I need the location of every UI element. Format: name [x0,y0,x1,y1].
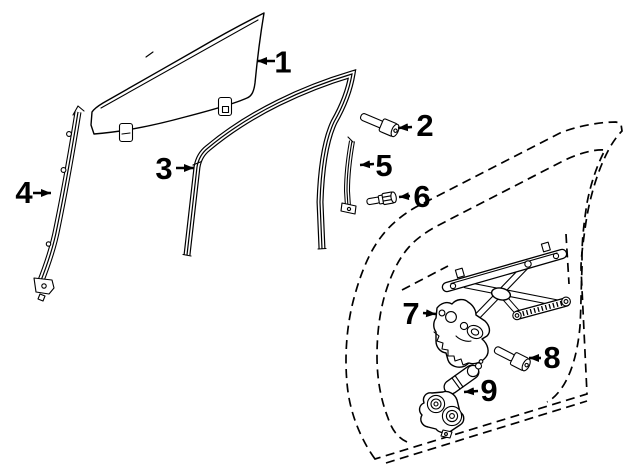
bolt-2 [359,113,400,138]
door-inner-edge [376,149,607,443]
door-bottom-seam [385,400,588,464]
gear-teeth [433,331,469,366]
callout-9[interactable]: 9 [463,373,498,408]
callout-6-arrow [398,192,411,201]
callout-7[interactable]: 7 [402,296,437,331]
callout-5[interactable]: 5 [359,148,393,183]
equalizer-rail [512,296,571,321]
door-panel-outline [345,121,623,464]
callout-5-number[interactable]: 5 [375,148,392,183]
callout-4-number[interactable]: 4 [15,175,33,210]
callout-8-number[interactable]: 8 [543,340,560,375]
callout-9-arrow [463,387,479,396]
callout-3[interactable]: 3 [155,151,194,186]
callout-6[interactable]: 6 [398,179,431,214]
callout-1[interactable]: 1 [257,45,292,80]
callout-4[interactable]: 4 [15,175,51,210]
beltline-edge [401,265,449,291]
bolt-8 [493,346,531,372]
window-motor [418,359,484,439]
callout-3-number[interactable]: 3 [155,151,172,186]
callout-9-number[interactable]: 9 [480,373,497,408]
door-glass [90,12,265,143]
callouts: 1 2 3 4 5 6 7 8 [15,45,560,409]
bolt-6 [366,191,397,206]
callout-8[interactable]: 8 [529,340,561,375]
regulator-top-rail [441,241,568,293]
callout-5-arrow [359,160,375,169]
callout-1-number[interactable]: 1 [274,45,291,80]
callout-6-number[interactable]: 6 [413,179,430,214]
rear-guide-channel [340,136,357,215]
callout-2-number[interactable]: 2 [416,108,433,143]
window-opening-rear-edge [565,233,570,285]
door-outer-edge [345,121,623,460]
glass-clip-left [118,122,134,143]
callout-2-arrow [397,123,413,132]
callout-7-arrow [422,309,437,318]
callout-2[interactable]: 2 [397,108,434,143]
callout-7-number[interactable]: 7 [402,296,419,331]
scissor-pivot-boss [490,287,512,301]
front-guide-channel [33,105,85,302]
window-regulator [433,241,571,368]
glass-run-channel [182,74,352,256]
sector-gear-plate [433,298,491,368]
